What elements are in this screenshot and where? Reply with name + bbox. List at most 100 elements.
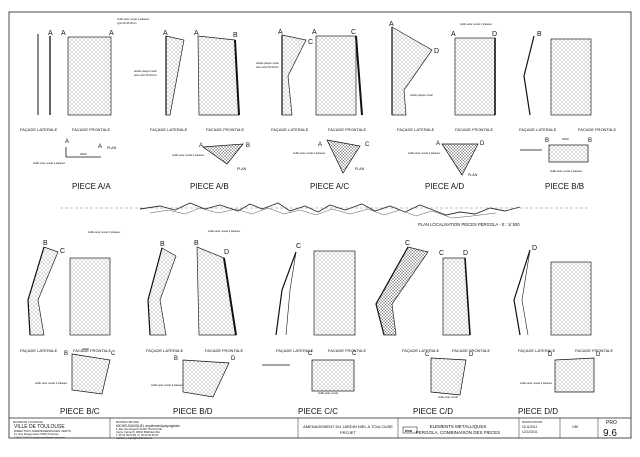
lateral-left-letter: B	[537, 31, 542, 38]
note: acier tube 50×10mm	[134, 74, 157, 77]
pro-label: PRO	[606, 420, 617, 426]
facade-laterale-label: FAÇADE LATERALE	[519, 127, 557, 132]
plan-letter: B	[174, 356, 178, 362]
plan-letter: A	[199, 143, 203, 149]
piece-label: PIECE C/D	[413, 407, 453, 416]
lateral-left-letter: B	[43, 240, 48, 247]
front-right-letter: D	[224, 249, 229, 256]
plan-letter: A	[318, 142, 322, 148]
lateral-right-letter: C	[60, 248, 65, 255]
lateral-left-letter: B	[160, 241, 165, 248]
lateral-right-letter: C	[308, 39, 313, 46]
front-right-letter: D	[463, 250, 468, 257]
scale: 1/50	[572, 425, 578, 429]
facade-frontale-label: FACADE FRONTALE	[452, 348, 490, 353]
plan-letter: D	[231, 356, 236, 362]
client-header: MAITRE DE L'OUVRAGE	[13, 420, 43, 424]
lateral-mesh-panel	[391, 26, 433, 116]
front-mesh-panel	[69, 257, 111, 336]
lateral-post	[375, 246, 409, 336]
piece-a-c: A C A C double plaque métal acier tube 5…	[256, 29, 370, 191]
top-row: A A A treillis acier soudé 2 plateaux ty…	[20, 18, 616, 191]
lateral-mesh-panel	[27, 246, 59, 336]
sheet-title: ELEMENTS METALLIQUES	[430, 424, 487, 429]
plan-letter: B	[588, 138, 592, 144]
lateral-post	[27, 246, 45, 336]
project-title: AMENAGEMENT DU JARDIN NIEL A TOULOUSE	[303, 424, 393, 429]
designer-name: MICHELE&MIQUEL arquitectes&paysagistes	[116, 424, 180, 428]
front-mesh-panel	[550, 261, 592, 336]
piece-label: PIECE A/D	[425, 182, 464, 191]
plan-letter: B	[545, 138, 549, 144]
client-name: VILLE DE TOULOUSE	[14, 424, 65, 430]
lateral-left-letter: A	[278, 29, 283, 36]
piece-b-d: B B D treillis acier soudé 2 plateaux FA…	[146, 230, 243, 416]
facade-laterale-label: FAÇADE LATERALE	[271, 127, 309, 132]
note: treillis acier soudé 2 plateaux	[88, 231, 121, 234]
designer-header: MAITRE D'ŒUVRE	[116, 420, 139, 424]
front-post	[234, 39, 240, 116]
facade-frontale-label: FACADE FRONTALE	[205, 348, 243, 353]
plan-localisation-label: PLAN LOCALISATION PIECES PERGOLA - E : 1…	[418, 222, 520, 227]
piece-a-d: A D A D treillis acier soudé 2 plateaux …	[389, 21, 497, 191]
lateral-mesh-panel	[147, 247, 177, 336]
lateral-post	[285, 251, 297, 336]
front-post	[355, 35, 363, 116]
revisions-header: MODIFICATIONS	[522, 420, 543, 424]
lateral-left-letter: A	[389, 21, 394, 28]
note: type 25×25×4mm	[117, 22, 136, 25]
plan-shape	[202, 143, 244, 165]
title-block: MAITRE DE L'OUVRAGE VILLE DE TOULOUSE DI…	[9, 417, 631, 440]
facade-frontale-label: FACADE FRONTALE	[328, 127, 366, 132]
front-left-letter: A	[451, 31, 456, 38]
location-plan: PLAN LOCALISATION PIECES PERGOLA - E : 1…	[60, 202, 588, 227]
plan-shape	[71, 353, 111, 395]
plan-shape	[441, 143, 479, 176]
note: treillis acier soudé 2 plateaux	[208, 230, 241, 233]
facade-laterale-label: FAÇADE LATERALE	[150, 127, 188, 132]
logo	[402, 426, 418, 434]
note: treillis acier soudé 2 plateaux	[293, 152, 326, 155]
plan-label: PLAN	[237, 167, 247, 171]
piece-label: PIECE D/D	[518, 407, 558, 416]
facade-laterale-label: FAÇADE LATERALE	[402, 348, 440, 353]
note: treillis acier soudé 2 plateaux	[172, 154, 205, 157]
lateral-left-letter: A	[48, 30, 53, 37]
piece-c-c: C FAÇADE LATERALE FACADE FRONTALE C C tr…	[262, 243, 366, 416]
lateral-left-letter: C	[296, 243, 301, 250]
note: double plaque métal	[410, 94, 433, 97]
lateral-left-letter: C	[405, 240, 410, 247]
plan-label: PLAN	[468, 173, 478, 177]
piece-label: PIECE C/C	[298, 407, 338, 416]
piece-label: PIECE A/B	[190, 182, 229, 191]
piece-label: PIECE B/C	[60, 407, 100, 416]
facade-frontale-label: FACADE FRONTALE	[73, 348, 111, 353]
front-left-letter: A	[61, 30, 66, 37]
plan-shape	[430, 357, 467, 396]
note: treillis acier soudé 2 plateaux	[550, 170, 583, 173]
note: treillis acier soudé 2 plateaux	[117, 18, 150, 21]
piece-a-b: A A B double plaque métal acier tube 50×…	[134, 30, 250, 191]
plan-shape	[311, 359, 355, 392]
logo-mark: mm	[405, 428, 413, 433]
lateral-post	[275, 251, 297, 336]
facade-laterale-label: FAÇADE LATERALE	[20, 348, 58, 353]
front-left-letter: A	[194, 30, 199, 37]
plan-letter: B	[246, 143, 250, 149]
facade-frontale-label: FACADE FRONTALE	[72, 127, 110, 132]
facade-laterale-label: FAÇADE LATERALE	[518, 348, 556, 353]
plan-letter: C	[308, 351, 313, 357]
plan-letter: D	[469, 352, 474, 358]
note: treillis acier soudé 2 plateaux	[151, 384, 184, 387]
front-left-letter: C	[439, 250, 444, 257]
front-right-letter: A	[109, 30, 114, 37]
client-contact: T. 05 62 27 46 52 / jennifer.morel@mairi…	[14, 436, 65, 439]
designer-address-2: Carrer Carmel 6, 08031 BARCELONA	[116, 430, 160, 434]
piece-label: PIECE A/A	[72, 182, 111, 191]
date-1: 11/11/2011	[522, 425, 537, 429]
plan-letter: A	[98, 144, 102, 150]
lateral-mesh-panel	[165, 35, 185, 116]
lateral-left-letter: A	[163, 30, 168, 37]
client-address: 12, Rue Roquemaurel 31300 Toulouse	[14, 432, 59, 436]
plan-letter: D	[548, 352, 553, 358]
